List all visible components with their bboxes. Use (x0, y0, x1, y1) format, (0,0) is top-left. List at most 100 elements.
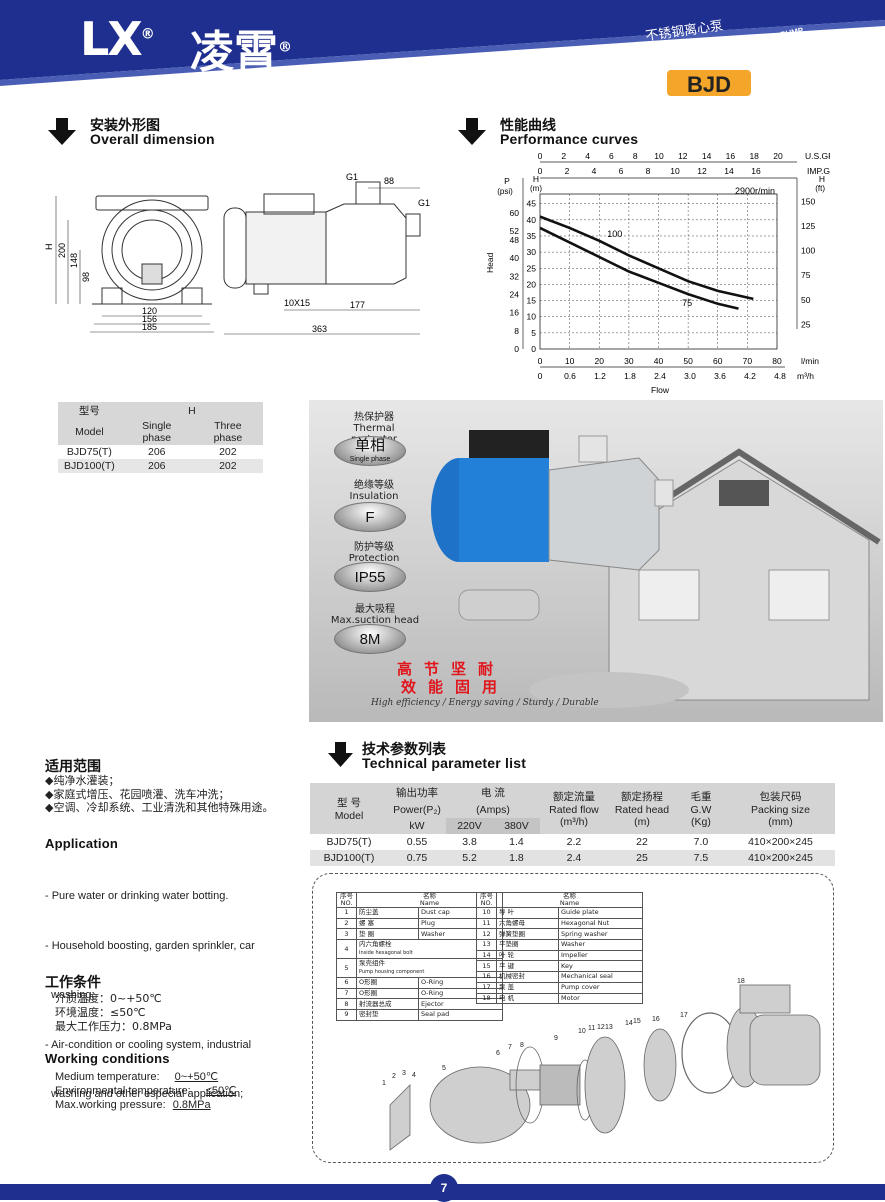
callout-15: 15 (633, 1018, 641, 1025)
dim-177: 177 (350, 300, 365, 310)
conditions-list-cn: 介质温度：0~+50℃ 环境温度：≤50℃ 最大工作压力：0.8MPa (55, 992, 172, 1033)
x-tick-usgpm: 14 (702, 151, 712, 161)
performance-title-cn: 性能曲线 (500, 118, 556, 134)
y-tick-psi: 8 (514, 326, 519, 336)
x-tick-m3h: 4.2 (744, 371, 756, 381)
overall-title-en: Overall dimension (90, 131, 215, 147)
x-tick-usgpm: 12 (678, 151, 688, 161)
y-tick-psi: 40 (510, 253, 520, 263)
table-row: BJD75(T) 0.55 3.8 1.4 2.2 22 7.0 410×200… (326, 836, 813, 848)
h-table-model-cn: 型号 (78, 405, 100, 417)
x-tick-lmin: 60 (713, 356, 723, 366)
dim-88: 88 (384, 176, 394, 186)
y-unit-hm: (m) (530, 184, 542, 193)
x-tick-usgpm: 6 (609, 151, 614, 161)
y-tick-m: 25 (527, 263, 537, 273)
callout-16: 16 (652, 1016, 660, 1023)
suction-label-cn: 最大吸程 (355, 604, 395, 615)
thermal-label-cn: 热保护器 (354, 412, 394, 423)
x-tick-lmin: 10 (565, 356, 575, 366)
x-tick-impgpm: 6 (619, 166, 624, 176)
callout-7: 7 (508, 1044, 512, 1051)
parts-box (312, 873, 834, 1163)
callout-13: 13 (605, 1024, 613, 1031)
dim-120: 120 (142, 306, 157, 316)
scope-list-cn: ◆纯净水灌装； ◆家庭式增压、花园喷灌、洗车冲洗； ◆空调、冷却系统、工业清洗和… (45, 774, 274, 814)
y-tick-m: 5 (531, 328, 536, 338)
x-tick-usgpm: 4 (585, 151, 590, 161)
application-title: Application (45, 836, 118, 851)
callout-8: 8 (520, 1042, 524, 1049)
insulation-badge: F (334, 502, 406, 532)
down-arrow-icon (458, 118, 486, 145)
suction-badge: 8M (334, 624, 406, 654)
callout-3: 3 (402, 1070, 406, 1077)
feature-panel: 热保护器 Thermal protector 单相 Single phase 绝… (309, 400, 883, 722)
table-row: BJD100(T) 0.75 5.2 1.8 2.4 25 7.5 410×20… (310, 850, 835, 866)
callout-14: 14 (625, 1020, 633, 1027)
performance-title-en: Performance curves (500, 131, 639, 147)
y-tick-m: 45 (527, 199, 537, 209)
dim-148: 148 (69, 253, 79, 268)
dim-g1-side: G1 (418, 198, 430, 208)
y-tick-ft: 75 (801, 270, 811, 280)
insulation-label-cn: 绝缘等级 (354, 480, 394, 491)
y-tick-m: 35 (527, 231, 537, 241)
x-tick-lmin: 40 (654, 356, 664, 366)
callout-11: 11 (588, 1025, 595, 1032)
page-number: 7 (430, 1174, 458, 1202)
scope-title-cn: 适用范围 (45, 759, 101, 775)
x-label-lmin: l/min (801, 356, 819, 366)
callout-2: 2 (392, 1073, 396, 1080)
suction-label-en: Max.suction head (330, 615, 420, 626)
house-illustration (458, 448, 881, 708)
y-tick-psi: 0 (514, 344, 519, 354)
callout-18: 18 (737, 978, 745, 985)
callout-9: 9 (554, 1035, 558, 1042)
protection-label-en: Protection (348, 553, 400, 564)
x-tick-impgpm: 10 (670, 166, 680, 176)
tech-h-power-cn: 输出功率 (396, 787, 438, 799)
x-tick-m3h: 3.6 (714, 371, 726, 381)
thermal-badge: 单相 Single phase (334, 436, 406, 466)
y-tick-ft: 125 (801, 221, 815, 231)
h-table-h: H (188, 404, 196, 417)
x-tick-usgpm: 2 (561, 151, 566, 161)
x-tick-usgpm: 8 (633, 151, 638, 161)
slogan-en: High efficiency / Energy saving / Sturdy… (371, 698, 599, 708)
x-tick-m3h: 1.8 (624, 371, 636, 381)
y-tick-m: 15 (527, 296, 537, 306)
x-tick-impgpm: 0 (538, 166, 543, 176)
conditions-list-en: Medium temperature: 0~+50℃ Environmental… (55, 1071, 237, 1111)
chart-rpm: 2900r/min (735, 186, 775, 196)
x-tick-m3h: 1.2 (594, 371, 606, 381)
x-tick-usgpm: 10 (654, 151, 664, 161)
x-tick-impgpm: 14 (724, 166, 734, 176)
h-table-single: Single phase (142, 420, 172, 444)
y-tick-ft: 100 (801, 246, 815, 256)
y-label-hft: H (819, 174, 825, 184)
conditions-title-cn: 工作条件 (45, 975, 101, 991)
dimension-drawing: H 200 148 98 120 156 185 G1 88 G1 10X15 … (44, 172, 430, 335)
table-row: BJD100(T) 206 202 (58, 459, 263, 473)
series-label-100: 100 (607, 229, 622, 239)
table-row: BJD75(T) 206 202 (66, 446, 237, 458)
y-tick-m: 0 (531, 344, 536, 354)
y-tick-psi: 52 (510, 226, 520, 236)
y-tick-m: 40 (527, 215, 537, 225)
insulation-label-en: Insulation (349, 491, 399, 502)
callout-5: 5 (442, 1065, 446, 1072)
x-tick-impgpm: 2 (565, 166, 570, 176)
y-label-head: Head (485, 252, 495, 273)
series-line-100 (539, 215, 754, 301)
x-label-impgpm: IMP.GPM (807, 166, 830, 176)
x-tick-m3h: 0 (538, 371, 543, 381)
x-tick-impgpm: 8 (646, 166, 651, 176)
callout-4: 4 (412, 1072, 416, 1079)
protection-label-cn: 防护等级 (354, 542, 394, 553)
